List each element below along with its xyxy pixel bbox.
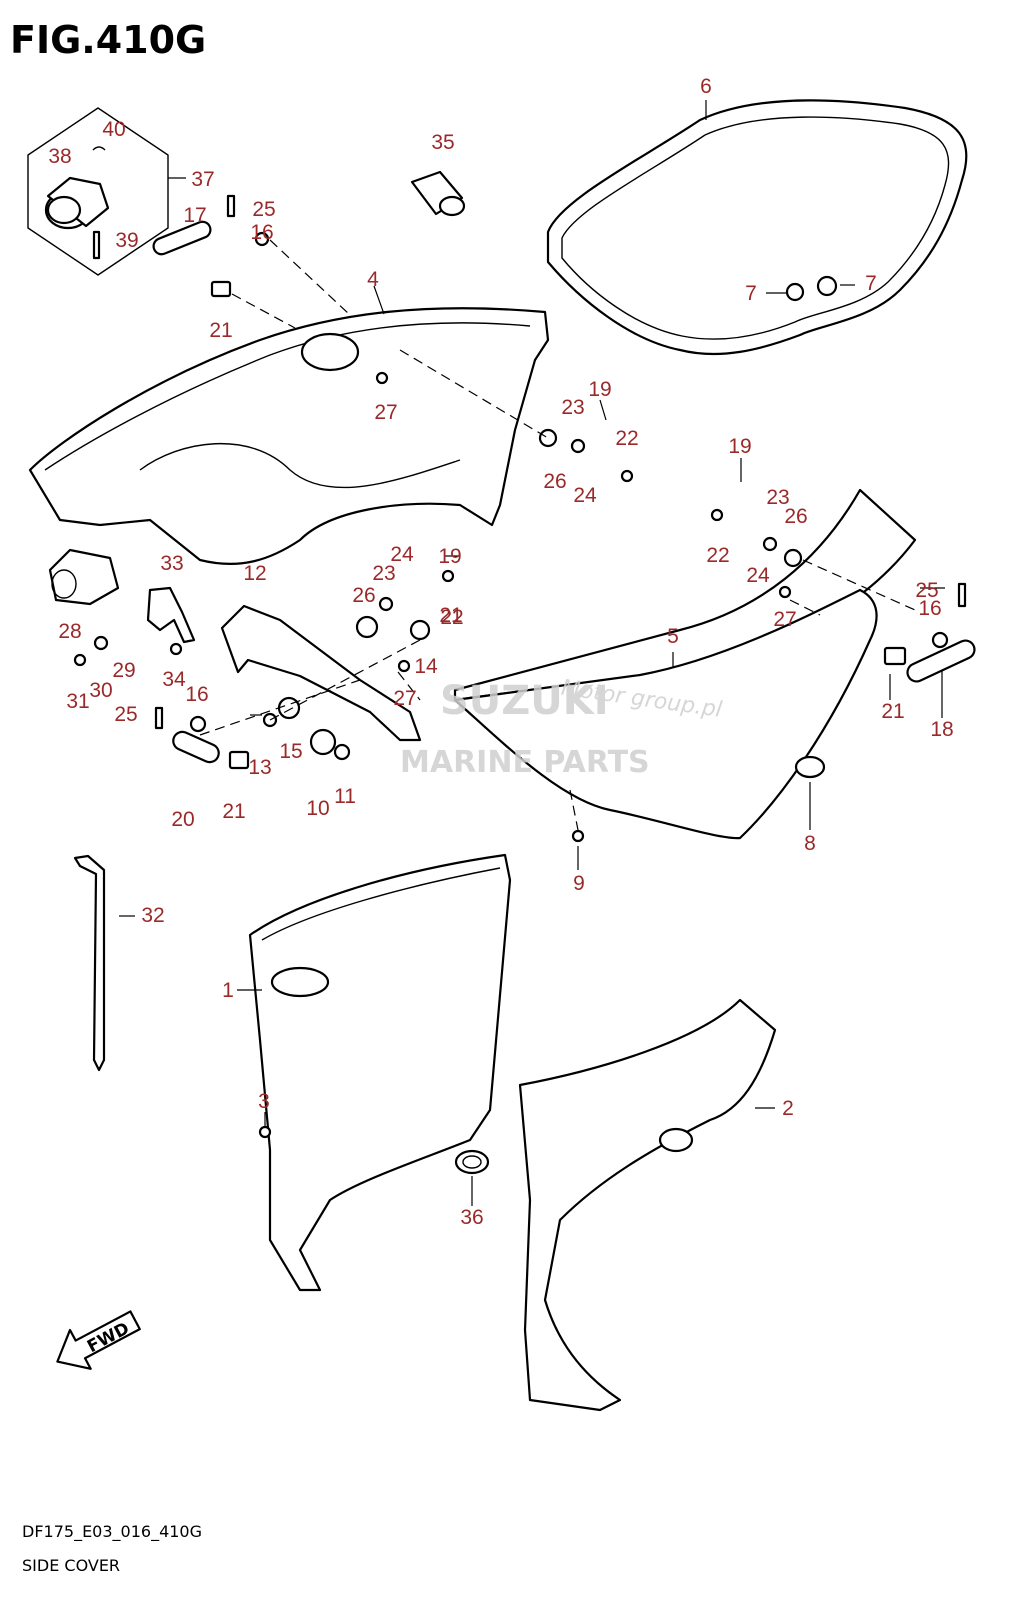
callout-3: 3 — [258, 1090, 270, 1113]
callout-19: 19 — [728, 435, 751, 458]
part-32-tie-strap — [73, 854, 106, 1072]
callout-26: 26 — [784, 505, 807, 528]
part-36-bush — [454, 1149, 490, 1175]
callout-25: 25 — [252, 198, 275, 221]
callout-35: 35 — [431, 131, 454, 154]
callout-22: 22 — [615, 427, 638, 450]
callout-5: 5 — [667, 625, 679, 648]
callout-39: 39 — [115, 229, 138, 252]
callout-31: 31 — [66, 690, 89, 713]
callout-23: 23 — [561, 396, 584, 419]
part-7-grommet-a — [785, 282, 805, 302]
callout-19: 19 — [438, 545, 461, 568]
callout-20: 20 — [171, 808, 194, 831]
part-35-grommet — [410, 170, 466, 217]
callout-16: 16 — [250, 221, 273, 244]
callout-30: 30 — [89, 679, 112, 702]
callout-21: 21 — [439, 604, 462, 627]
part-2-lower-cover — [518, 998, 777, 1412]
callout-21: 21 — [222, 800, 245, 823]
callout-34: 34 — [162, 668, 186, 691]
part-38-collar — [44, 176, 110, 230]
part-17-latch — [152, 220, 212, 256]
callout-27: 27 — [393, 687, 416, 710]
watermark: SUZUKI MARINE PARTS Motor group.pl — [400, 676, 723, 780]
callout-23: 23 — [372, 562, 395, 585]
callout-17: 17 — [183, 204, 206, 227]
part-39-pin — [92, 230, 101, 260]
callout-21: 21 — [209, 319, 232, 342]
fasteners — [73, 194, 967, 1139]
callout-26: 26 — [543, 470, 566, 493]
callout-24: 24 — [390, 543, 414, 566]
callout-12: 12 — [243, 562, 266, 585]
part-18-latch — [906, 639, 976, 683]
callout-2: 2 — [782, 1097, 794, 1120]
part-8-plug — [794, 755, 826, 779]
callout-7: 7 — [745, 282, 757, 305]
part-7-grommet-b — [816, 275, 838, 297]
callout-8: 8 — [804, 832, 816, 855]
callout-21: 21 — [881, 700, 904, 723]
watermark-line: MARINE PARTS — [400, 745, 650, 780]
assembly-lines — [199, 239, 916, 831]
callout-28: 28 — [58, 620, 81, 643]
callout-23: 23 — [766, 486, 789, 509]
callout-10: 10 — [306, 797, 329, 820]
part-12-bracket — [220, 604, 422, 742]
callout-27: 27 — [374, 401, 397, 424]
part-33-bracket — [146, 586, 196, 644]
figure-title: FIG.410G — [10, 18, 207, 62]
callout-19: 19 — [588, 378, 611, 401]
callout-6: 6 — [700, 75, 712, 98]
callout-14: 14 — [414, 655, 438, 678]
callout-9: 9 — [573, 872, 585, 895]
callout-22: 22 — [706, 544, 729, 567]
callout-33: 33 — [160, 552, 183, 575]
callout-24: 24 — [746, 564, 770, 587]
part-1-lower-cover — [248, 853, 512, 1292]
callout-13: 13 — [248, 756, 271, 779]
part-20-latch — [172, 730, 220, 764]
callout-25: 25 — [915, 579, 938, 602]
figure-name: SIDE COVER — [22, 1556, 121, 1575]
part-6-seal — [546, 99, 968, 356]
callout-36: 36 — [460, 1206, 483, 1229]
fwd-arrow: FWD — [56, 1310, 141, 1370]
figure-code: DF175_E03_016_410G — [22, 1522, 203, 1541]
callout-4: 4 — [367, 268, 379, 291]
part-28-grommet — [48, 548, 120, 606]
callout-40: 40 — [102, 118, 125, 141]
callout-7: 7 — [865, 272, 877, 295]
callout-37: 37 — [191, 168, 214, 191]
callout-25: 25 — [114, 703, 137, 726]
part-4-upper-side-cover — [28, 307, 550, 566]
callout-38: 38 — [48, 145, 71, 168]
callout-16: 16 — [185, 683, 208, 706]
callout-18: 18 — [930, 718, 953, 741]
callout-16: 16 — [918, 597, 941, 620]
callout-22: 22 — [440, 606, 463, 629]
watermark-brand: SUZUKI — [440, 678, 609, 724]
callout-26: 26 — [352, 584, 375, 607]
callout-27: 27 — [773, 608, 796, 631]
callout-32: 32 — [141, 904, 164, 927]
callout-29: 29 — [112, 659, 135, 682]
leader-lines — [119, 100, 945, 1206]
callout-24: 24 — [573, 484, 597, 507]
part-40-clip — [92, 146, 106, 151]
callout-11: 11 — [334, 785, 356, 808]
inset-box — [27, 107, 186, 276]
callout-15: 15 — [279, 740, 302, 763]
callout-1: 1 — [222, 979, 234, 1002]
